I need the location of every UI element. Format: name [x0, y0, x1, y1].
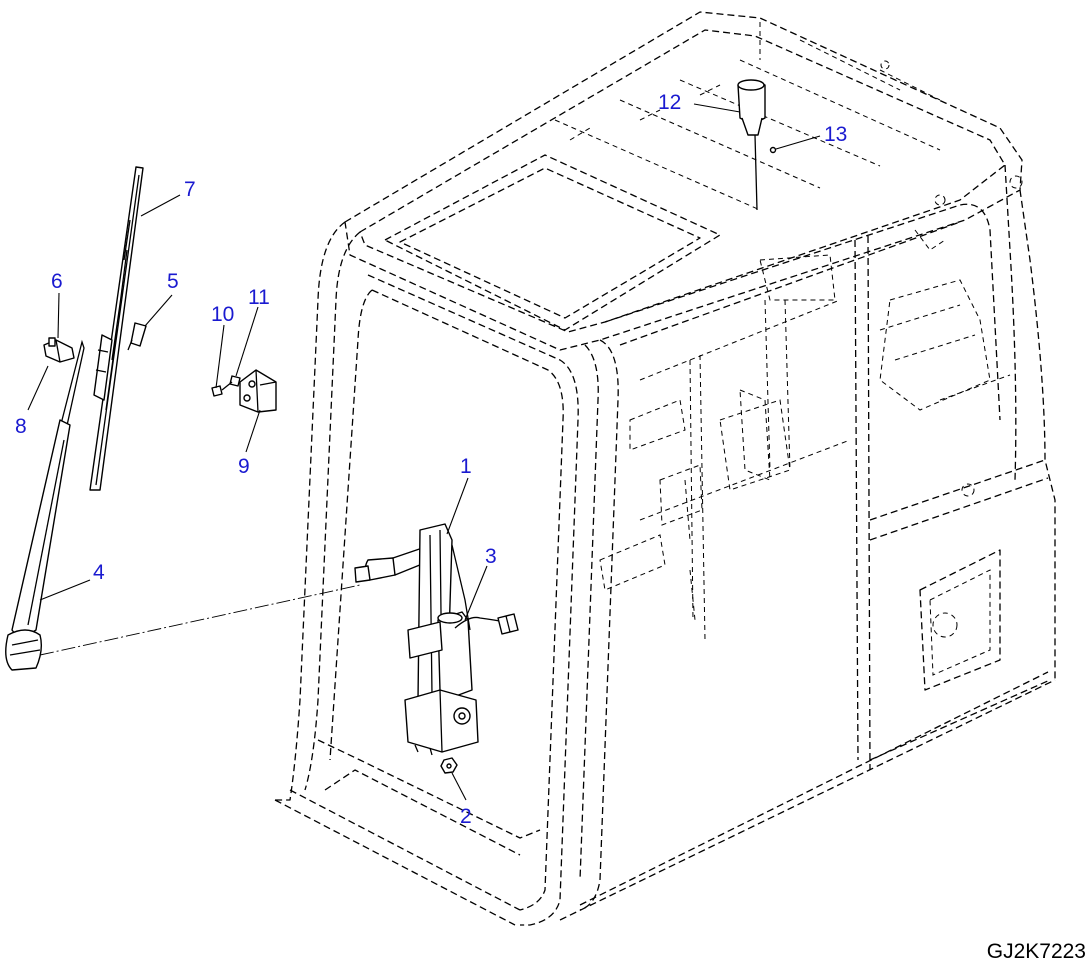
part-1-wiper-motor-assembly [354, 523, 519, 756]
callout-1: 1 [460, 455, 472, 478]
part-6-washer-nozzle [43, 337, 75, 363]
part-4-wiper-arm [5, 339, 85, 671]
part-11-washer [229, 375, 241, 387]
callout-7: 7 [184, 178, 196, 201]
drawing-code: GJ2K7223 [986, 940, 1086, 963]
part-12-washer-nozzle [737, 79, 766, 211]
part-2-nut [440, 757, 458, 774]
bolt-axis [221, 381, 233, 391]
callout-2: 2 [460, 805, 472, 828]
callout-6: 6 [51, 270, 63, 293]
callout-5: 5 [167, 270, 179, 293]
part-9-bracket [239, 369, 277, 413]
callout-3: 3 [485, 545, 497, 568]
callout-8: 8 [15, 415, 27, 438]
leader-lines [27, 103, 821, 801]
callout-12: 12 [658, 91, 682, 114]
cab-outline [274, 11, 1056, 926]
part-10-bolt [211, 385, 223, 397]
part-13-hose-clip [769, 146, 777, 154]
callout-4: 4 [93, 561, 105, 584]
callout-9: 9 [238, 455, 250, 478]
part-5-pin [127, 322, 147, 351]
callout-10: 10 [211, 303, 235, 326]
callout-13: 13 [824, 123, 848, 146]
part-7-wiper-blade [89, 166, 144, 491]
center-line [39, 584, 361, 656]
callout-11: 11 [248, 286, 270, 309]
